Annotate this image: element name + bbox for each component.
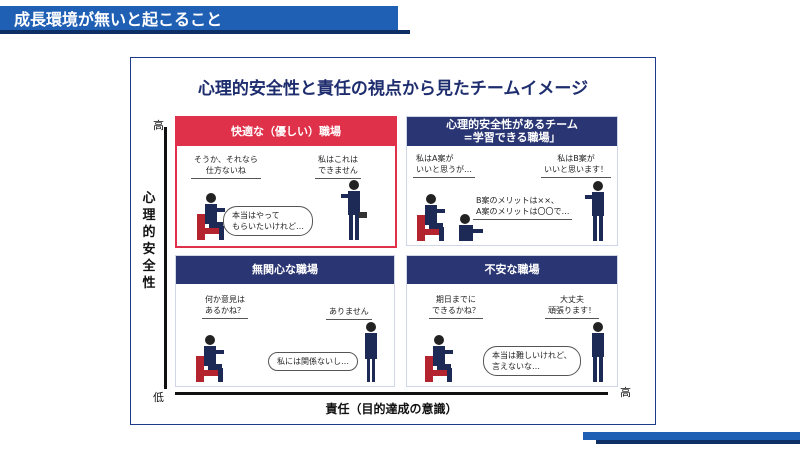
speech-bubble-member: 私はB案が いいと思います！ [541,153,611,178]
x-axis-high-label: 高 [620,386,631,399]
quadrant-comfortable: 快適な（優しい）職場 そうか、それなら 仕方ないね 私はこれは できません 本当… [175,116,397,248]
page-title: 成長環境が無いと起こること [14,10,223,29]
quadrant-psych-safe: 心理的安全性があるチーム =学習できる職場」 私はA案が いいと思うが… 私はB… [406,116,618,246]
footer-accent-bar [583,432,800,440]
speech-bubble-discussion: B案のメリットは××、 A案のメリットは〇〇で… [473,195,573,220]
quadrant-title: 心理的安全性があるチーム =学習できる職場」 [407,117,617,146]
speech-bubble-boss: 期日までに できるかね？ [429,294,483,319]
quadrant-title: 快適な（優しい）職場 [177,118,395,146]
y-axis-line [164,127,167,389]
standing-businessman-figure [341,180,367,240]
thought-bubble: 私には関係ないし… [268,352,358,371]
x-axis-label: 責任（目的達成の意識） [325,402,458,416]
x-axis-line [175,392,608,395]
thought-bubble: 本当は難しいけれど、 言えないな… [483,346,581,376]
y-axis-low-label: 低 [153,391,164,404]
diagram-title: 心理的安全性と責任の視点から見たチームイメージ [197,79,589,99]
seated-businessman-figure [196,335,224,382]
seated-businessman-figure [425,335,453,382]
speech-bubble-member: 大丈夫 頑張ります！ [545,294,599,319]
thought-bubble: 本当はやって もらいたいけれど… [223,206,313,236]
standing-woman-figure [365,322,377,382]
speech-bubble-boss: 私はA案が いいと思うが… [413,153,475,178]
speech-bubble-member: ありません [326,306,372,320]
speech-bubble-boss: 何か意見は あるかね？ [202,294,248,319]
seated-businessman-figure [197,193,225,240]
speech-bubble-boss: そうか、それなら 仕方ないね [191,154,261,179]
header-banner-shadow [0,30,410,34]
header-banner [0,6,398,34]
quadrant-title: 不安な職場 [407,256,617,284]
quadrant-title-line2: =学習できる職場」 [463,131,561,144]
seated-businessman-figure [417,194,445,241]
quadrant-title: 無関心な職場 [176,256,394,284]
y-axis-label: 心理的安全性 [142,191,156,291]
seated-colleague-figure [459,214,483,241]
quadrant-indifferent: 無関心な職場 何か意見は あるかね？ ありません 私には関係ないし… [175,255,395,387]
quadrant-title-line1: 心理的安全性があるチーム [446,118,578,131]
speech-bubble-member: 私はこれは できません [315,154,361,179]
standing-businessman-figure [585,181,604,241]
quadrant-anxious: 不安な職場 期日までに できるかね？ 大丈夫 頑張ります！ 本当は難しいけれど、… [406,255,618,387]
y-axis-high-label: 高 [153,119,164,132]
standing-businessman-figure [592,322,604,382]
footer-accent-bar-shadow [596,440,800,444]
